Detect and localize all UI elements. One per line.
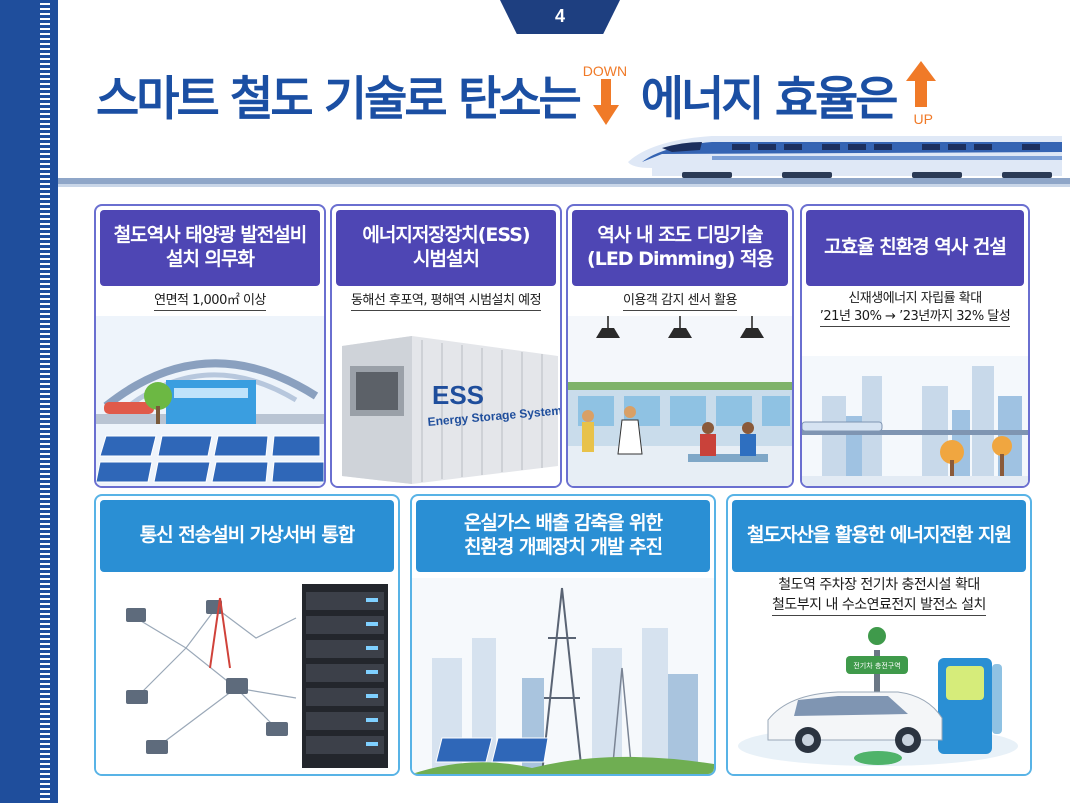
card-eco-sub: 신재생에너지 자립률 확대 ’21년 30% → ’23년까지 32% 달성: [802, 290, 1028, 328]
card-transition-sub-1: 철도역 주차장 전기차 충전시설 확대: [778, 577, 980, 593]
card-ess: 에너지저장장치(ESS) 시범설치 동해선 후포역, 평해역 시범설치 예정 E…: [330, 204, 562, 488]
page-number: 4: [554, 6, 565, 26]
eco-city-illustration: [802, 356, 1028, 486]
card-solar-sub-1: 연면적 1,000㎡ 이상: [154, 292, 266, 312]
card-eco-sub-1: 신재생에너지 자립률 확대: [848, 291, 982, 306]
card-solar-sub: 연면적 1,000㎡ 이상: [96, 292, 324, 312]
card-ess-sub: 동해선 후포역, 평해역 시범설치 예정: [332, 292, 560, 312]
card-led-sub-1: 이용객 감지 센서 활용: [622, 292, 738, 312]
down-arrow-icon: [592, 79, 619, 125]
card-eco-switchgear: 온실가스 배출 감축을 위한 친환경 개폐장치 개발 추진: [410, 494, 716, 776]
card-transition-header: 철도자산을 활용한 에너지전환 지원: [732, 500, 1026, 572]
train-illustration: [628, 136, 1062, 178]
ev-sign-text: 전기차 충전구역: [853, 661, 900, 670]
card-solar-title-1: 철도역사 태양광 발전설비: [113, 224, 308, 247]
card-ess-title-2: 시범설치: [413, 248, 480, 270]
card-server-title-1: 통신 전송설비 가상서버 통합: [139, 524, 356, 547]
card-transition-sub-2: 철도부지 내 수소연료전지 발전소 설치: [772, 596, 986, 617]
card-ess-title-1: 에너지저장장치(ESS): [362, 224, 530, 247]
up-indicator: UP: [900, 59, 952, 129]
card-ess-header: 에너지저장장치(ESS) 시범설치: [336, 210, 556, 286]
ess-container-illustration: ESS Energy Storage System: [332, 316, 560, 486]
card-solar-title-2: 설치 의무화: [165, 248, 255, 270]
card-solar-header: 철도역사 태양광 발전설비 설치 의무화: [100, 210, 320, 286]
card-transition-sub: 철도역 주차장 전기차 충전시설 확대 철도부지 내 수소연료전지 발전소 설치: [728, 576, 1030, 617]
card-eco-title-1: 고효율 친환경 역사 건설: [824, 236, 1007, 259]
card-switchgear-title-2: 친환경 개폐장치 개발 추진: [463, 536, 663, 558]
card-eco-sub-2: ’21년 30% → ’23년까지 32% 달성: [819, 308, 1011, 328]
page-number-tab: 4: [500, 0, 620, 34]
title-part2: 에너지 효율은: [640, 71, 899, 127]
sidebar-bar: [0, 0, 58, 803]
card-switchgear-title-1: 온실가스 배출 감축을 위한: [463, 512, 663, 535]
title-part1: 스마트 철도 기술로 탄소는: [96, 71, 582, 127]
card-transition-title-1: 철도자산을 활용한 에너지전환 지원: [746, 524, 1012, 547]
card-led-title-2: (LED Dimming) 적용: [587, 248, 774, 270]
card-eco-header: 고효율 친환경 역사 건설: [806, 210, 1024, 286]
rail-line: [58, 178, 1070, 184]
card-switchgear-header: 온실가스 배출 감축을 위한 친환경 개폐장치 개발 추진: [416, 500, 710, 572]
down-label: DOWN: [582, 63, 628, 79]
card-virtual-server: 통신 전송설비 가상서버 통합: [94, 494, 400, 776]
card-led-header: 역사 내 조도 디밍기술 (LED Dimming) 적용: [572, 210, 788, 286]
network-server-illustration: [96, 578, 398, 774]
power-grid-illustration: [412, 578, 714, 774]
card-energy-transition: 철도자산을 활용한 에너지전환 지원 철도역 주차장 전기차 충전시설 확대 철…: [726, 494, 1032, 776]
ess-container-text: ESS: [432, 380, 484, 410]
led-station-illustration: [568, 316, 792, 486]
card-led-dimming: 역사 내 조도 디밍기술 (LED Dimming) 적용 이용객 감지 센서 …: [566, 204, 794, 488]
ev-charger-illustration: 전기차 충전구역: [728, 624, 1030, 774]
rail-line-shadow: [58, 184, 1070, 187]
up-arrow-icon: [905, 61, 936, 107]
sidebar-dots: [40, 0, 50, 803]
card-solar-station: 철도역사 태양광 발전설비 설치 의무화 연면적 1,000㎡ 이상: [94, 204, 326, 488]
down-indicator: DOWN: [583, 59, 635, 129]
card-led-sub: 이용객 감지 센서 활용: [568, 292, 792, 312]
card-server-header: 통신 전송설비 가상서버 통합: [100, 500, 394, 572]
card-led-title-1: 역사 내 조도 디밍기술: [597, 224, 763, 247]
up-label: UP: [913, 111, 933, 127]
card-ess-sub-1: 동해선 후포역, 평해역 시범설치 예정: [350, 292, 542, 312]
solar-station-illustration: [96, 316, 324, 486]
card-eco-station: 고효율 친환경 역사 건설 신재생에너지 자립률 확대 ’21년 30% → ’…: [800, 204, 1030, 488]
page-title: 스마트 철도 기술로 탄소는 DOWN 에너지 효율은 UP: [96, 56, 958, 132]
